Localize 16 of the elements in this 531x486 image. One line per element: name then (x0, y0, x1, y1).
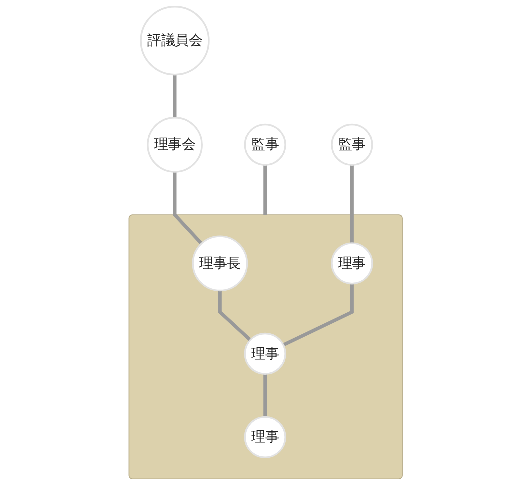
connector (218, 290, 252, 342)
connector (282, 284, 354, 347)
node-circle: 理事 (244, 332, 286, 376)
node-circle: 評議員会 (140, 6, 210, 76)
node-circle: 監事 (330, 124, 373, 166)
connector (263, 165, 267, 216)
node-circle: 理事 (244, 416, 286, 458)
node-circle: 理事 (330, 242, 373, 285)
node-circle: 理事会 (146, 116, 203, 173)
node-circle: 監事 (244, 124, 286, 166)
node-circle: 理事長 (192, 236, 248, 292)
connector (350, 165, 354, 244)
cluster (128, 214, 403, 480)
connector (172, 74, 176, 118)
connector (263, 374, 267, 418)
connector (172, 172, 203, 245)
